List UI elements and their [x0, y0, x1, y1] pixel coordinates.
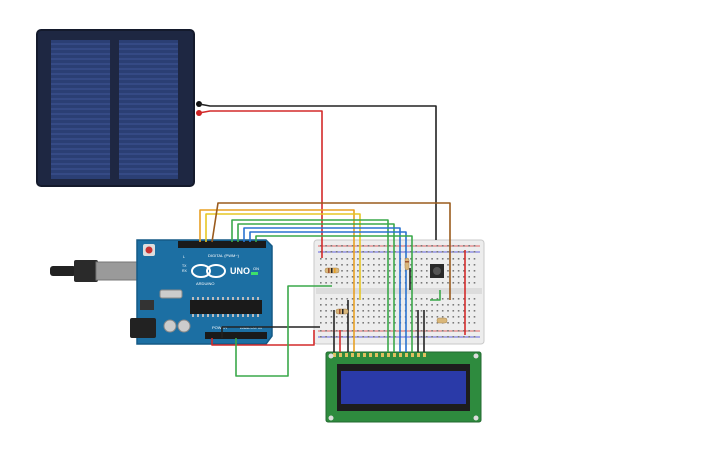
wire-bb-green	[430, 290, 441, 301]
breadboard[interactable]	[313, 239, 485, 345]
resistor-2-icon[interactable]	[335, 308, 349, 315]
wire-green-2	[237, 223, 395, 352]
lcd-icon[interactable]	[325, 351, 482, 423]
wire-green-1	[231, 219, 389, 352]
arduino-logo-text: ARDUINO	[196, 281, 214, 286]
pushbutton-icon[interactable]	[430, 264, 444, 278]
wire-yellow	[205, 213, 361, 300]
wire-blue-1	[243, 227, 401, 352]
wire-green-3	[255, 235, 413, 352]
wire-blue-2	[249, 231, 407, 352]
wire-solar-black	[198, 103, 437, 240]
wire-orange-1	[199, 209, 355, 290]
wire-brown	[211, 202, 451, 300]
power-label: POWER	[212, 325, 227, 330]
wire-green-loop	[235, 285, 332, 377]
arduino-brand: UNO	[230, 266, 250, 276]
digital-label: DIGITAL (PWM~)	[208, 253, 240, 258]
wire-solar-red	[198, 110, 323, 258]
on-label: ON	[253, 266, 259, 271]
l-label: L	[183, 255, 185, 259]
wires	[198, 103, 466, 377]
wire-red-power	[211, 330, 315, 346]
rx-label: RX	[182, 269, 188, 273]
resistor-4-icon[interactable]	[436, 317, 448, 324]
tx-label: TX	[182, 264, 187, 268]
arduino-uno-board[interactable]: UNO ARDUINO DIGITAL (PWM~) ON TX RX L PO…	[50, 239, 273, 345]
resistor-icon[interactable]	[324, 267, 340, 274]
usb-plug-icon	[50, 260, 141, 282]
solar-panel-icon[interactable]	[36, 29, 202, 187]
arduino-logo-icon	[191, 264, 226, 278]
resistor-3-icon[interactable]	[404, 257, 410, 271]
